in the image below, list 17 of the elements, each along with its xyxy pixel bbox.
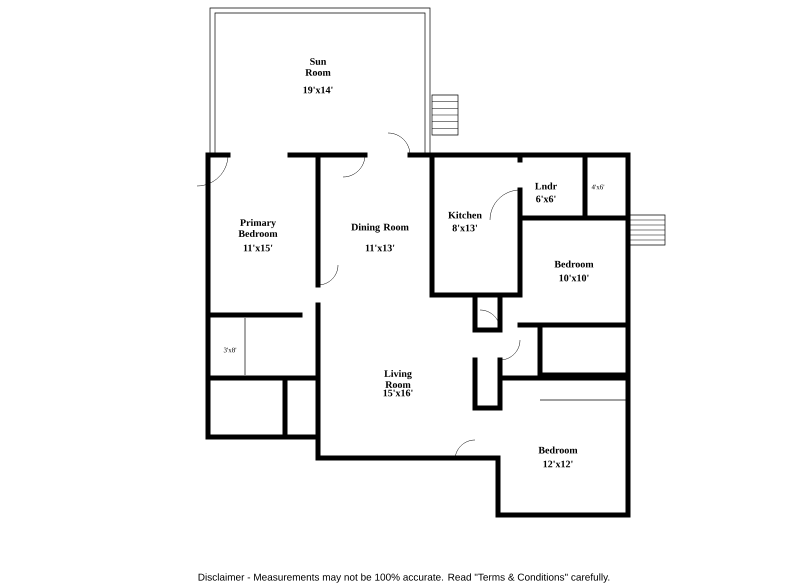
room-dimension: 15'x16' [384,390,413,396]
disclaimer-text: Disclaimer - Measurements may not be 100% accurate. Read "Terms & Conditions" carefully. [198,573,610,583]
room-dimension: 11'x15' [244,244,272,252]
room-label: Bedroom [538,446,578,454]
room-dimension: 12'x12' [544,460,573,468]
room-label: Living Room [384,370,412,388]
room-dimension: 8'x13' [452,224,478,232]
room-label: Kitchen [448,211,482,218]
room-dimension: 6'x6' [536,196,556,202]
room-label: Dining Room [351,223,409,233]
room-label: Sun Room [305,58,331,76]
room-label: Primary Bedroom [238,218,278,237]
room-dimension: 19'x14' [304,86,333,94]
room-label: Bedroom [554,260,594,268]
room-dimension: 10'x10' [560,274,589,282]
room-label: Lndr [535,182,557,190]
room-dimension: 11'x13' [366,244,394,252]
